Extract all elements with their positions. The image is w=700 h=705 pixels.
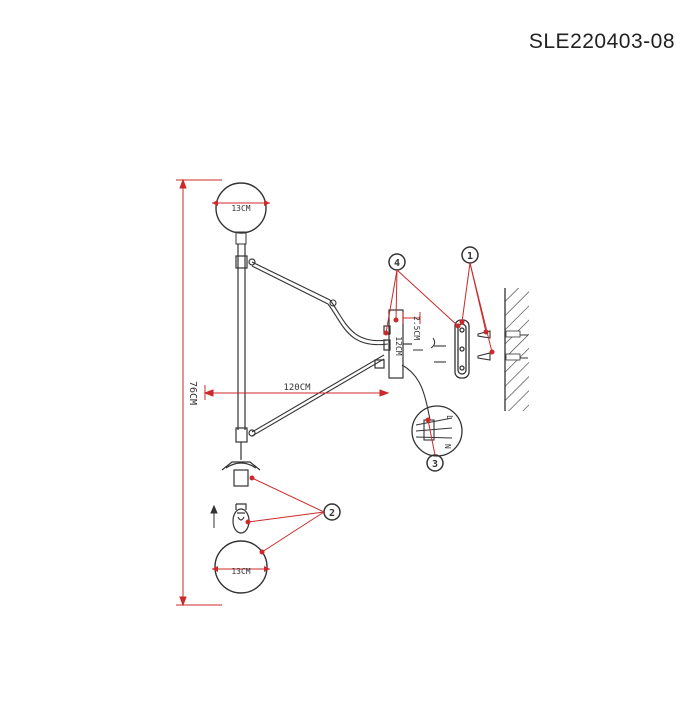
- callout-2: [245, 475, 341, 555]
- callout-1-label: 1: [467, 251, 473, 262]
- power-cord: [401, 364, 431, 421]
- mount-depth-dimension: [402, 312, 421, 324]
- arm-cable: [251, 354, 385, 437]
- arm-length-dimension: [203, 385, 390, 400]
- mount-width-label: 12CM: [394, 336, 403, 355]
- height-dimension: [176, 178, 222, 607]
- callout-4: [383, 253, 461, 336]
- callout-4-label: 4: [394, 258, 400, 269]
- model-code: SLE220403-08: [528, 30, 675, 53]
- globe-top-diameter-label: 13CM: [231, 204, 250, 213]
- mount-depth-label: 2.5CM: [412, 316, 421, 340]
- globe-bottom: [212, 540, 270, 594]
- arm-length-label: 120CM: [283, 383, 311, 393]
- wire-live-label: L: [445, 415, 454, 420]
- insert-arrow-icon: [210, 504, 218, 528]
- callout-3: [425, 417, 444, 472]
- wire-neutral-label: N: [443, 444, 452, 449]
- socket-shade: [221, 461, 261, 487]
- bulb: [232, 503, 250, 534]
- terminal-detail: [411, 405, 463, 457]
- globe-top: [212, 182, 270, 245]
- vertical-rod: [235, 244, 256, 460]
- callout-1: [459, 246, 495, 355]
- wall: [504, 288, 529, 411]
- support-cable: [251, 261, 389, 346]
- callout-3-label: 3: [432, 459, 438, 470]
- globe-bottom-diameter-label: 13CM: [231, 567, 250, 576]
- mount-hook: [413, 337, 436, 351]
- height-dimension-label: 76CM: [187, 381, 198, 405]
- callout-2-label: 2: [329, 508, 335, 519]
- mounting-plate: [454, 319, 470, 379]
